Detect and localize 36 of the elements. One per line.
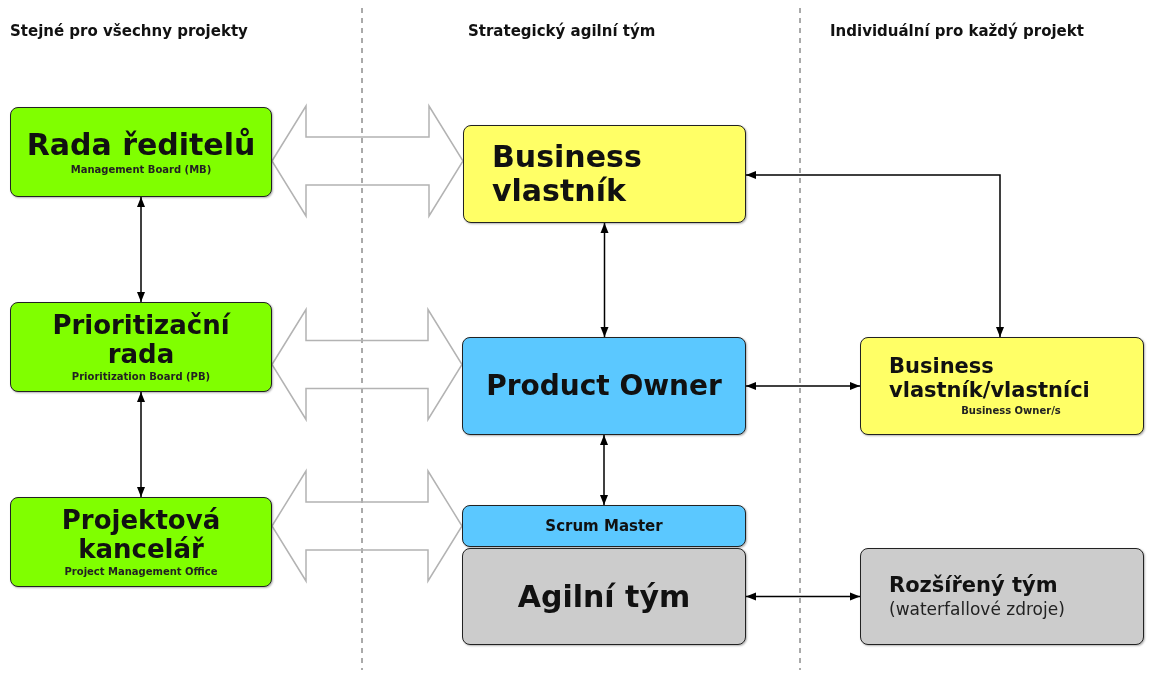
box-title: Rozšířený tým [889, 573, 1058, 598]
double-block-arrow [271, 103, 464, 219]
box-subtitle: Management Board (MB) [70, 163, 212, 176]
arrow [745, 592, 861, 601]
arrow [745, 382, 861, 390]
box-subtitle: Prioritization Board (PB) [71, 371, 211, 384]
arrow [600, 434, 608, 506]
box-subtitle: Project Management Office [64, 566, 218, 579]
process-box [462, 548, 746, 645]
process-box [860, 548, 1144, 645]
arrow [137, 391, 145, 498]
arrow [745, 171, 1004, 338]
box-subtitle: Business Owner/s [961, 404, 1061, 417]
column-heading: Individuální pro každý projekt [830, 22, 1084, 40]
box-subtitle: (waterfallové zdroje) [889, 599, 1065, 620]
column-heading: Strategický agilní tým [468, 22, 656, 40]
box-title: Product Owner [486, 370, 722, 402]
column-heading: Stejné pro všechny projekty [10, 22, 248, 40]
process-box [10, 302, 272, 392]
process-box [860, 337, 1144, 435]
box-title: Rada ředitelů [26, 128, 256, 162]
process-box [10, 107, 272, 197]
box-title: Projektová kancelář [60, 505, 222, 565]
arrow [600, 222, 609, 338]
double-block-arrow [271, 468, 463, 584]
process-box [462, 337, 746, 435]
process-box [10, 497, 272, 587]
process-box [463, 125, 746, 223]
box-title: Agilní tým [517, 579, 691, 614]
box-title: Prioritizační rada [51, 310, 232, 370]
arrow [137, 196, 145, 303]
box-title: Scrum Master [545, 517, 663, 535]
box-title: Business vlastník/vlastníci [889, 355, 1091, 403]
double-block-arrow [271, 306, 463, 423]
process-box [462, 505, 746, 547]
box-title: Business vlastník [492, 140, 643, 208]
